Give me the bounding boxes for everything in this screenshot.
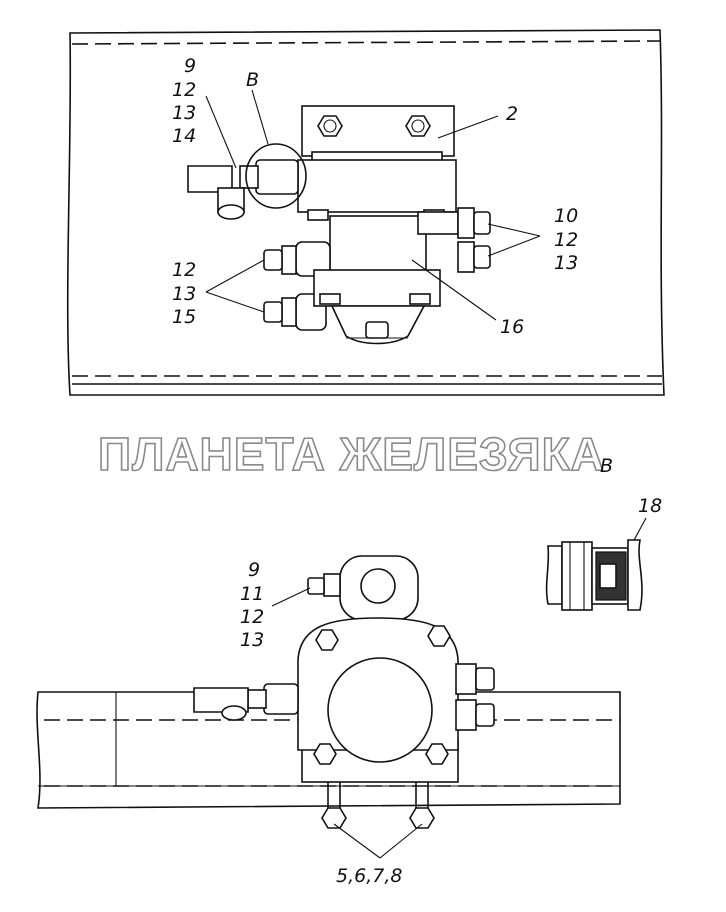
valve-assembly-bottom [193, 555, 495, 829]
detail-circle-marker [245, 143, 307, 209]
label-15: 15 [172, 306, 196, 328]
label-bolts: 5,6,7,8 [336, 865, 402, 887]
hex-bolt-right-top [405, 115, 431, 137]
label-18: 18 [638, 495, 662, 517]
top-view: 9 12 13 14 B 2 10 12 13 12 13 15 16 [66, 29, 665, 396]
valve-assembly-top [187, 105, 491, 345]
label-9: 9 [184, 55, 196, 77]
label-12-left: 12 [172, 259, 196, 281]
detail-view-b: B 18 [545, 455, 662, 611]
label-2: 2 [506, 103, 518, 125]
label-9-bottom: 9 [248, 559, 260, 581]
label-13-bottom: 13 [240, 629, 264, 651]
frame-rail-top [66, 29, 665, 396]
label-11: 11 [240, 583, 264, 605]
view-marker-b: B [246, 69, 259, 91]
watermark: ПЛАНЕТА ЖЕЛЕЗЯКА [98, 428, 605, 480]
label-13-left: 13 [172, 283, 196, 305]
bottom-view: 9 11 12 13 5,6,7,8 [36, 555, 621, 887]
label-10: 10 [554, 205, 578, 227]
label-13: 13 [172, 102, 196, 124]
label-14: 14 [172, 125, 196, 147]
label-12-right: 12 [554, 229, 578, 251]
detail-title: B [600, 455, 613, 477]
label-16: 16 [500, 316, 524, 338]
label-13-right: 13 [554, 252, 578, 274]
leader-lines-top [205, 89, 541, 321]
label-12: 12 [172, 79, 196, 101]
label-12-bottom: 12 [240, 606, 264, 628]
hex-bolt-left-top [317, 115, 343, 137]
leader-lines-bottom [271, 587, 423, 859]
